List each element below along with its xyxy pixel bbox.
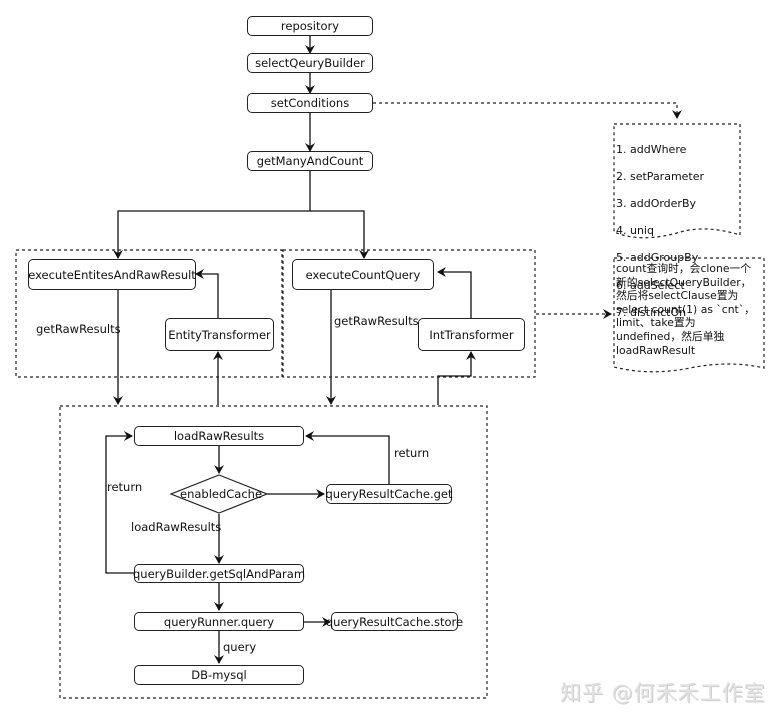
note-condition-item: 3. addOrderBy	[616, 196, 697, 210]
label-query: query	[223, 640, 257, 654]
label-get-raw-results-right: getRawResults	[334, 314, 419, 328]
label-return-left: return	[107, 480, 143, 494]
label-get-raw-results-left: getRawResults	[36, 322, 121, 336]
edge-conditions-to-note	[373, 102, 682, 119]
note-condition-item: 6. addSelect	[616, 278, 685, 292]
edge-getsql-return	[105, 431, 134, 574]
node-enabled-cache-label: enabledCache	[180, 487, 263, 501]
node-get-many-and-count[interactable]: getManyAndCount	[247, 151, 373, 171]
label-load-raw-results: loadRawResults	[131, 520, 222, 534]
node-entity-transformer[interactable]: EntityTransformer	[165, 318, 274, 351]
note-condition-item: 2. setParameter	[616, 169, 705, 183]
group-right-container	[282, 249, 536, 378]
edge-cache-get-return	[305, 431, 390, 484]
edge-lower-to-int-transformer	[437, 351, 476, 405]
node-query-result-cache-store[interactable]: queryResultCache.store	[326, 612, 463, 631]
node-repository[interactable]: repository	[247, 16, 373, 36]
note-conditions-shape	[613, 123, 741, 239]
node-select-query-builder[interactable]: selectQeuryBuilder	[247, 53, 373, 73]
edge-getmany-split	[113, 171, 311, 259]
note-conditions-list: 1. addWhere 2. setParameter 3. addOrderB…	[616, 129, 704, 333]
label-return-right: return	[394, 446, 430, 460]
note-count-query: count查询时，会clone一个 新的selectQueryBuilder， …	[616, 262, 755, 357]
note-condition-item: 5. addGroupBy	[616, 251, 699, 265]
edge-entity-transformer-up	[195, 269, 219, 318]
watermark: 知乎 @何禾禾工作室	[560, 681, 766, 705]
node-int-transformer[interactable]: IntTransformer	[418, 318, 525, 351]
node-execute-entities[interactable]: executeEntitesAndRawResult	[28, 259, 196, 290]
node-load-raw-results[interactable]: loadRawResults	[134, 426, 304, 446]
group-left-container	[15, 249, 283, 378]
edge-getmany-to-count	[310, 210, 369, 259]
node-get-sql-and-param[interactable]: queryBuilder.getSqlAndParam	[133, 564, 305, 583]
note-condition-item: 1. addWhere	[616, 142, 687, 156]
node-query-runner[interactable]: queryRunner.query	[134, 612, 304, 631]
node-set-conditions[interactable]: setConditions	[247, 93, 373, 113]
node-db-mysql[interactable]: DB-mysql	[134, 665, 304, 685]
edge-int-transformer-up	[437, 267, 472, 318]
note-condition-item: 7. distinctOn	[616, 305, 687, 319]
node-execute-count-query[interactable]: executeCountQuery	[292, 259, 434, 290]
group-lower-container	[59, 405, 488, 699]
enabled-cache-diamond	[169, 474, 269, 514]
node-query-result-cache-get[interactable]: queryResultCache.get	[325, 484, 453, 504]
note-condition-item: 4. uniq	[616, 224, 654, 238]
